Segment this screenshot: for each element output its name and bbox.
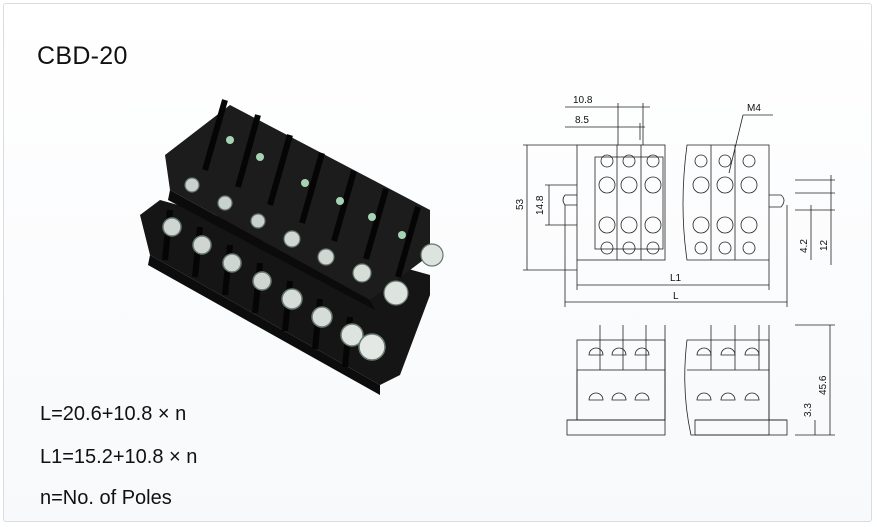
dim-pitch: 10.8 xyxy=(573,95,593,106)
dim-l: L xyxy=(673,291,679,302)
dim-inner: 8.5 xyxy=(575,115,589,126)
dim-screw: M4 xyxy=(747,103,761,114)
product-photo xyxy=(140,99,444,395)
upper-row xyxy=(165,105,430,310)
formula-length: L=20.6+10.8 × n xyxy=(40,403,187,425)
dim-inner-height: 14.8 xyxy=(535,195,546,215)
top-view-left-section xyxy=(562,144,666,261)
dim-base: 3.3 xyxy=(803,403,814,417)
dim-l1: L1 xyxy=(670,273,682,284)
upper-separators xyxy=(202,99,421,278)
upper-screws xyxy=(184,177,444,306)
dim-height: 53 xyxy=(515,198,526,210)
top-view-right-section xyxy=(682,144,785,261)
dim-small: 4.2 xyxy=(799,239,810,253)
product-title: CBD-20 xyxy=(37,42,128,70)
dimension-drawing: 10.8 8.5 M4 53 14.8 L1 L 4.2 12 45.6 3.3 xyxy=(515,95,835,436)
formula-length1: L1=15.2+10.8 × n xyxy=(40,446,198,468)
front-view xyxy=(566,325,788,436)
formula-poles: n=No. of Poles xyxy=(40,487,172,509)
dim-total-height: 45.6 xyxy=(818,375,829,395)
lower-screws xyxy=(162,217,386,361)
dim-side: 12 xyxy=(819,239,830,251)
top-indicators xyxy=(226,136,406,239)
